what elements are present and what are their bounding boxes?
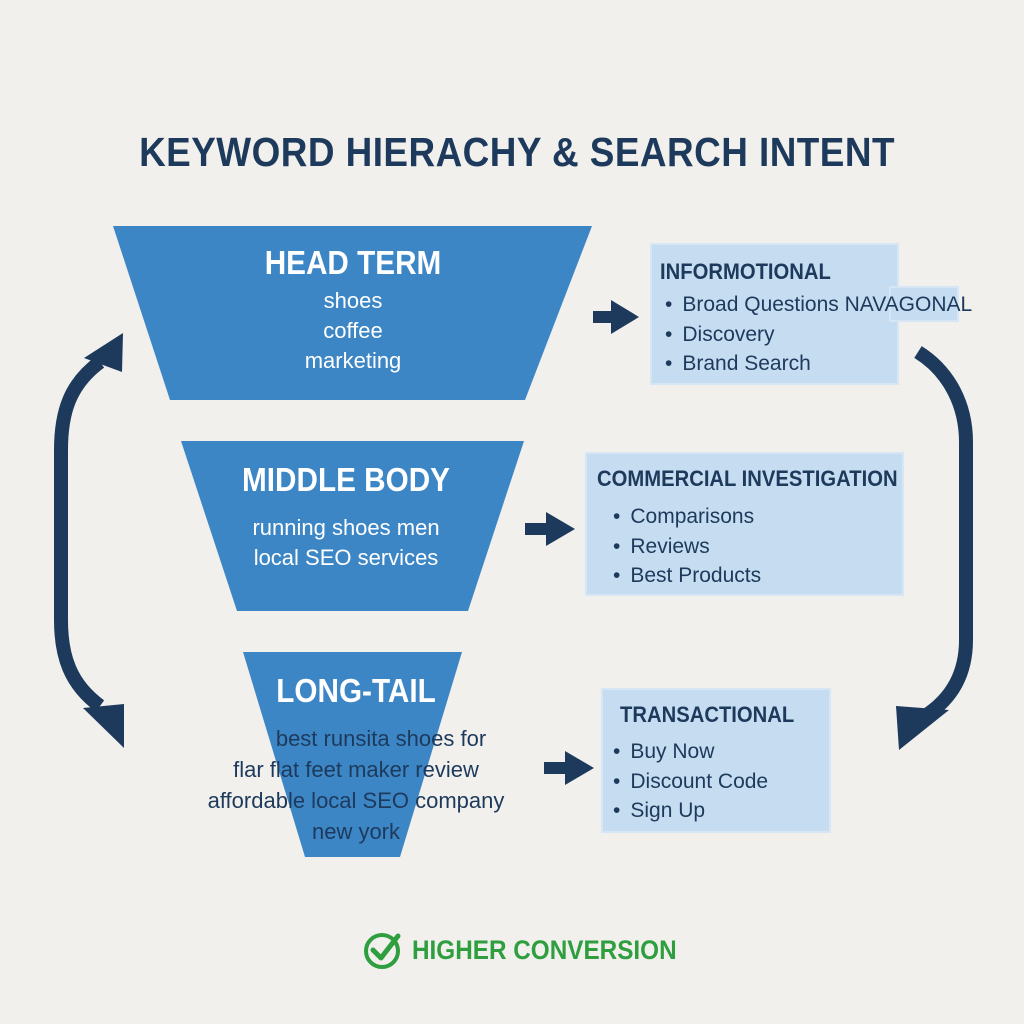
higher-conversion-badge: HIGHER CONVERSION <box>362 930 706 970</box>
intent-list: Comparisons Reviews Best Products <box>613 502 761 591</box>
tier-heading: MIDDLE BODY <box>242 461 450 498</box>
arrow-right-icon <box>593 300 639 334</box>
head-term-tier: HEAD TERM shoes coffee marketing <box>203 244 503 376</box>
intent-item: Reviews <box>613 532 761 562</box>
cycle-arrow-right-icon <box>896 346 973 750</box>
arrow-right-icon <box>525 512 575 546</box>
intent-title: TRANSACTIONAL <box>620 702 795 727</box>
keyword: best runsita shoes for <box>275 726 487 751</box>
intent-item: Best Products <box>613 561 761 591</box>
intent-item: Buy Now <box>613 737 768 767</box>
long-tail-tier: LONG-TAIL <box>196 672 516 710</box>
intent-item: Brand Search <box>665 349 972 379</box>
tier-keywords: running shoes men local SEO services <box>196 513 496 573</box>
keyword: coffee <box>323 318 383 343</box>
intent-item: Discount Code <box>613 767 768 797</box>
intent-item: Sign Up <box>613 796 768 826</box>
tier-keywords: best runsita shoes for flar flat feet ma… <box>196 723 516 847</box>
tier-heading: LONG-TAIL <box>276 672 436 709</box>
cycle-arrow-left-icon <box>54 333 124 748</box>
tier-keywords: shoes coffee marketing <box>203 286 503 376</box>
tier-heading: HEAD TERM <box>264 244 442 281</box>
arrow-right-icon <box>544 751 594 785</box>
intent-title: INFORMOTIONAL <box>660 259 831 284</box>
funnel-tier-long-tail <box>243 652 462 857</box>
funnel-tier-middle-body <box>181 441 524 611</box>
keyword: shoes <box>323 288 383 313</box>
keyword: affordable local SEO company <box>207 788 505 813</box>
keyword: local SEO services <box>253 545 439 570</box>
keyword: flar flat feet maker review <box>233 757 479 782</box>
intent-item: Discovery <box>665 320 972 350</box>
intent-item: Comparisons <box>613 502 761 532</box>
middle-body-tier: MIDDLE BODY running shoes men local SEO … <box>196 461 496 573</box>
intent-item: Broad Questions NAVAGONAL <box>665 290 972 320</box>
check-circle-icon <box>364 933 401 969</box>
keyword: marketing <box>304 348 402 373</box>
funnel-tier-head-term <box>113 226 592 400</box>
keyword: new york <box>311 819 401 844</box>
intent-list: Buy Now Discount Code Sign Up <box>613 737 768 826</box>
connector-arrows <box>525 300 639 785</box>
keyword: running shoes men <box>252 515 440 540</box>
diagram-title: KEYWORD HIERACHY & SEARCH INTENT <box>139 129 895 176</box>
higher-conversion-label: HIGHER CONVERSION <box>412 934 677 965</box>
intent-title: COMMERCIAL INVESTIGATION <box>597 466 898 491</box>
intent-list: Broad Questions NAVAGONAL Discovery Bran… <box>665 290 972 379</box>
